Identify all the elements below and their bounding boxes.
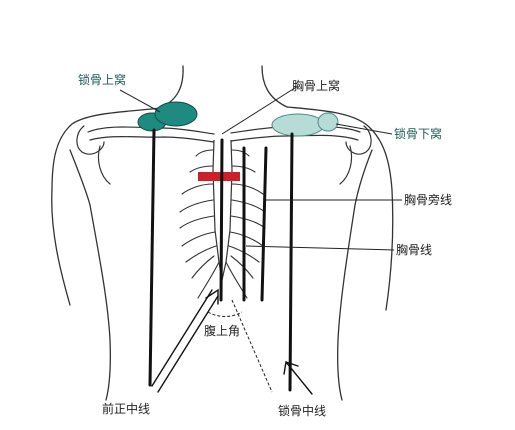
right-midclavicular-line (288, 132, 294, 392)
leader-infrasternal-right (231, 299, 273, 393)
axilla-right (354, 149, 373, 206)
left-supraclavicular-fossa-b (154, 101, 198, 127)
rib-right-6 (229, 231, 264, 247)
rib-left-6 (181, 231, 216, 247)
left-midclavicular-line (148, 128, 156, 387)
leader-suprasternal (221, 85, 299, 135)
shoulder-joint-left (76, 125, 105, 155)
rib-left-2 (189, 165, 214, 173)
shoulder-joint-right (345, 125, 372, 155)
fossae (137, 101, 339, 137)
leader-infraclavicular (335, 123, 393, 135)
label-anterior-midline: 前正中线 (102, 402, 151, 416)
label-infrasternal-angle: 腹上角 (204, 324, 241, 338)
arrow-midclavicular-head (283, 361, 299, 375)
axilla-left (69, 149, 91, 206)
arrows (151, 288, 313, 395)
rib-left-7 (185, 245, 217, 263)
arm-left-outer (51, 189, 71, 306)
rib-left-3 (181, 183, 214, 195)
sternal-angle-mark (198, 172, 240, 181)
flank-right (336, 204, 356, 401)
leader-supraclavicular (119, 89, 161, 113)
costal-margin-left (197, 261, 220, 299)
rib-left-4 (179, 199, 214, 213)
rib-right-5 (230, 215, 266, 229)
rib-right-4 (231, 199, 266, 213)
reference-lines (148, 128, 294, 392)
sternum-outline-left (212, 139, 220, 263)
scapula-right (339, 145, 353, 185)
label-sternal-line: 胸骨线 (396, 243, 433, 257)
leader-lines (119, 85, 402, 393)
shoulder-right (286, 106, 393, 191)
label-infraclavicular-fossa: 锁骨下窝 (394, 127, 443, 141)
rib-right-8 (230, 255, 254, 279)
label-parasternal-line: 胸骨旁线 (404, 193, 453, 207)
neck-right (261, 65, 288, 108)
rib-left-1 (195, 149, 214, 157)
right-parasternal-line (260, 146, 268, 302)
rib-left-8 (191, 255, 215, 279)
sternum-outline-right (225, 139, 233, 263)
right-infraclavicular-fossa-b (317, 112, 339, 132)
arrow-anterior-midline-b (151, 289, 213, 387)
clavicle-left-lower (89, 136, 215, 143)
infrasternal-angle-arc (207, 311, 243, 317)
rib-left-5 (179, 215, 215, 229)
arrow-anterior-midline (157, 295, 219, 393)
rib-right-1 (231, 149, 250, 157)
anterior-midline (219, 138, 224, 302)
label-suprasternal-fossa: 胸骨上窝 (292, 79, 341, 93)
rib-right-3 (231, 183, 264, 195)
scapula-left (97, 145, 111, 185)
shoulder-left (51, 107, 161, 191)
label-midclavicular-line: 锁骨中线 (278, 404, 327, 418)
clavicle-right-lower (230, 134, 359, 142)
arrow-anterior-midline-head (205, 288, 219, 305)
right-infraclavicular-fossa-a (271, 113, 325, 137)
arrow-midclavicular (285, 361, 313, 395)
leader-sternal (245, 245, 395, 251)
label-supraclavicular-fossa: 锁骨上窝 (78, 73, 127, 87)
flank-left (89, 204, 112, 401)
